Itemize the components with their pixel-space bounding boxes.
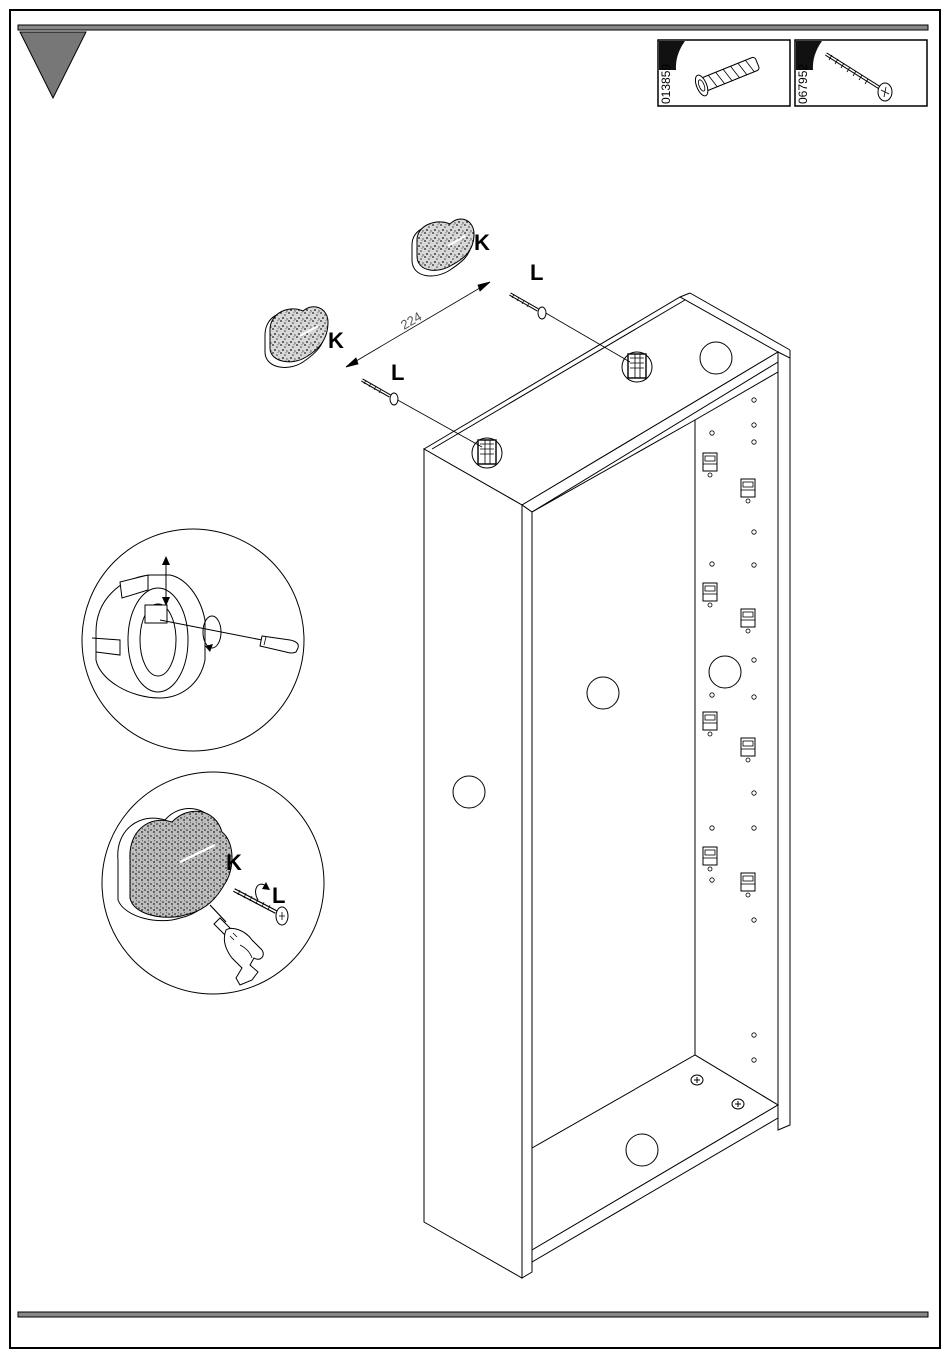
part-number-013859: 013859 xyxy=(659,64,673,104)
hardware-box-dowel: 013859 xyxy=(658,40,790,106)
header-rule xyxy=(18,25,928,30)
dimension-line: 224 xyxy=(346,282,490,367)
part-number-067952: 067952 xyxy=(796,64,810,104)
label-k-lower: K xyxy=(328,328,344,353)
triangle-step-icon xyxy=(20,32,86,98)
label-l-lower: L xyxy=(391,360,404,385)
label-k-detail: K xyxy=(226,850,242,875)
label-l-upper: L xyxy=(530,260,543,285)
footer-rule xyxy=(18,1312,928,1317)
screw-l-upper xyxy=(510,294,546,319)
detail-hinge-adjustment xyxy=(82,529,304,751)
hardware-box-screw: 067952 xyxy=(795,40,927,106)
detail-fixing-pad xyxy=(102,772,324,994)
pad-k-lower xyxy=(265,307,328,368)
label-l-detail: L xyxy=(272,883,285,908)
pad-k-upper xyxy=(412,219,474,276)
dimension-label: 224 xyxy=(398,309,424,333)
label-k-upper: K xyxy=(474,230,490,255)
